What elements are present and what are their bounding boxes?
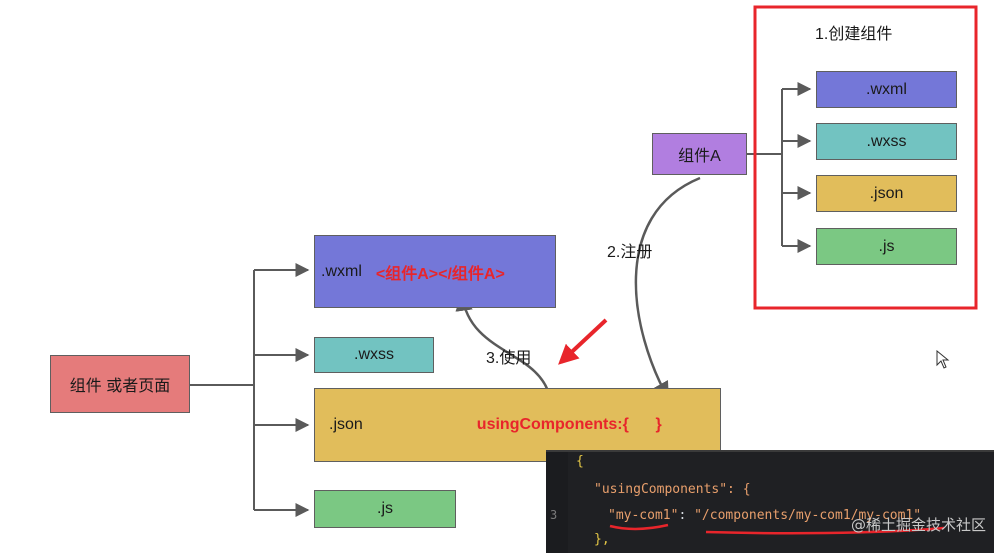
component-wxss-label: .wxss — [866, 132, 907, 150]
component-js-node: .js — [816, 228, 957, 265]
create-component-title: 1.创建组件 — [815, 26, 893, 43]
page-wxml-node: .wxml <组件A></组件A> — [314, 235, 556, 308]
component-wxml-label: .wxml — [866, 80, 907, 98]
line-number: 3 — [550, 508, 558, 522]
page-json-node: .json usingComponents:{ } — [314, 388, 721, 462]
component-js-label: .js — [878, 237, 895, 255]
component-json-node: .json — [816, 175, 957, 212]
page-json-code: usingComponents:{ } — [476, 416, 662, 433]
code-editor-panel: 3 { "usingComponents": { "my-com1": "/co… — [546, 450, 994, 553]
component-a-node: 组件A — [652, 133, 747, 175]
code-gutter — [546, 452, 568, 553]
page-js-node: .js — [314, 490, 456, 528]
code-line: }, — [594, 532, 610, 547]
page-json-label: .json — [329, 416, 363, 433]
use-step-label: 3.使用 — [486, 350, 532, 367]
component-json-label: .json — [869, 184, 904, 202]
component-wxml-node: .wxml — [816, 71, 957, 108]
component-a-label: 组件A — [678, 148, 721, 165]
page-root-label: 组件 或者页面 — [69, 378, 171, 395]
code-line: { — [576, 454, 584, 469]
code-line: "usingComponents": { — [594, 482, 751, 497]
component-wxss-node: .wxss — [816, 123, 957, 160]
code-underline-marks — [609, 523, 945, 535]
watermark: @稀土掘金技术社区 — [850, 516, 986, 534]
register-step-label: 2.注册 — [607, 244, 653, 261]
code-line-highlighted: "my-com1": "/components/my-com1/my-com1" — [608, 508, 922, 523]
page-wxss-label: .wxss — [354, 346, 394, 363]
page-js-label: .js — [377, 500, 393, 517]
page-wxml-label: .wxml — [321, 262, 362, 280]
mouse-cursor-icon — [936, 350, 950, 369]
page-wxml-code: <组件A></组件A> — [375, 265, 505, 283]
page-wxss-node: .wxss — [314, 337, 434, 373]
page-root-node: 组件 或者页面 — [50, 355, 190, 413]
